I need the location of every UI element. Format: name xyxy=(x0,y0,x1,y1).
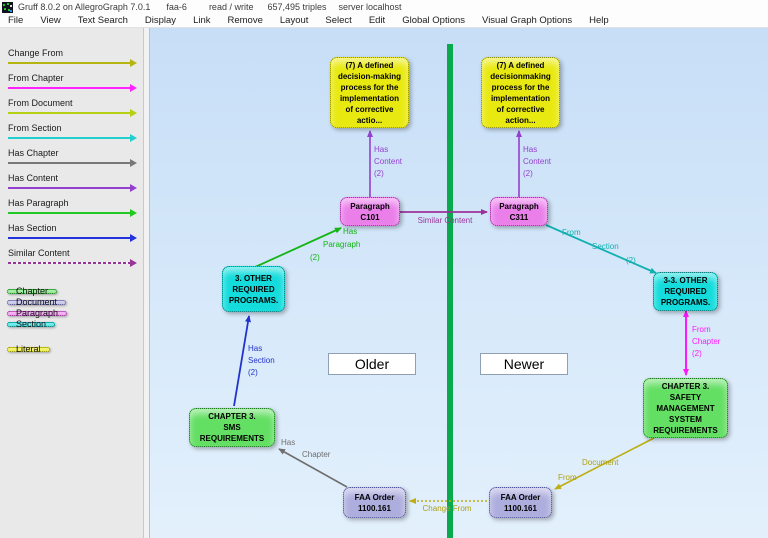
has-section-arrow-icon xyxy=(8,234,137,242)
title-bar: Gruff 8.0.2 on AllegroGraph 7.0.1 faa-6 … xyxy=(0,0,768,14)
menu-remove[interactable]: Remove xyxy=(227,15,263,26)
node-section-old[interactable]: 3. OTHER REQUIRED PROGRAMS. xyxy=(222,266,285,312)
edge-label-has-chapter-1: Has xyxy=(281,438,296,447)
legend-link-has-paragraph[interactable]: Has Paragraph xyxy=(0,198,143,217)
menu-layout[interactable]: Layout xyxy=(279,15,309,26)
menu-global-options[interactable]: Global Options xyxy=(402,15,466,26)
node-chapter-new[interactable]: CHAPTER 3. SAFETY MANAGEMENT SYSTEM REQU… xyxy=(643,378,728,438)
similar-content-arrow-icon xyxy=(8,259,137,267)
legend-link-has-chapter[interactable]: Has Chapter xyxy=(0,148,143,167)
edge-label-from-chapter: From Chapter (2) xyxy=(692,325,721,358)
edge-label-has-paragraph-3: (2) xyxy=(310,253,320,262)
menu-select[interactable]: Select xyxy=(325,15,352,26)
menu-bar: File View Text Search Display Link Remov… xyxy=(0,14,768,28)
edge-label-change-from: Change From xyxy=(422,504,472,513)
edge-has-paragraph[interactable] xyxy=(252,227,342,269)
node-literal-new[interactable]: (7) A defined decisionmaking process for… xyxy=(481,57,560,128)
has-chapter-arrow-icon xyxy=(8,159,137,167)
node-document-old[interactable]: FAA Order 1100.161 xyxy=(343,487,406,518)
has-paragraph-arrow-icon xyxy=(8,209,137,217)
edge-has-section[interactable] xyxy=(233,315,251,407)
legend-link-from-chapter[interactable]: From Chapter xyxy=(0,73,143,92)
edge-from-document[interactable] xyxy=(554,437,655,490)
edge-label-has-section: Has Section (2) xyxy=(248,344,275,377)
node-type-section[interactable]: Section xyxy=(7,320,56,329)
legend-sidebar: Change From From Chapter From Document F… xyxy=(0,28,143,538)
change-from-arrow-icon xyxy=(8,59,137,67)
menu-display[interactable]: Display xyxy=(144,15,177,26)
newer-label-box[interactable]: Newer xyxy=(480,353,568,375)
node-document-new[interactable]: FAA Order 1100.161 xyxy=(489,487,552,518)
legend-link-similar-content[interactable]: Similar Content xyxy=(0,248,143,267)
node-type-paragraph[interactable]: Paragraph xyxy=(7,309,68,318)
sidebar-divider xyxy=(143,28,150,538)
node-type-chapter[interactable]: Chapter xyxy=(7,287,58,296)
access-mode: read / write xyxy=(208,2,254,12)
edge-label-has-content-old: Has Content (2) xyxy=(374,145,403,178)
triple-count: 657,495 triples xyxy=(267,2,327,12)
edge-label-has-paragraph-1: Has xyxy=(343,227,358,236)
node-paragraph-c101[interactable]: Paragraph C101 xyxy=(340,197,400,226)
node-type-literal[interactable]: Literal xyxy=(7,345,50,354)
from-document-arrow-icon xyxy=(8,109,137,117)
edge-has-chapter[interactable] xyxy=(278,448,348,488)
edge-label-from-section-2: Section xyxy=(592,242,619,251)
edge-label-from-document-1: Document xyxy=(582,458,619,467)
server-label: server localhost xyxy=(338,2,402,12)
edge-layer xyxy=(233,130,689,504)
older-label-box[interactable]: Older xyxy=(328,353,416,375)
node-literal-old[interactable]: (7) A defined decision-making process fo… xyxy=(330,57,409,128)
legend-link-from-document[interactable]: From Document xyxy=(0,98,143,117)
from-section-arrow-icon xyxy=(8,134,137,142)
menu-view[interactable]: View xyxy=(40,15,61,26)
from-chapter-arrow-icon xyxy=(8,84,137,92)
has-content-arrow-icon xyxy=(8,184,137,192)
menu-edit[interactable]: Edit xyxy=(368,15,386,26)
legend-link-has-section[interactable]: Has Section xyxy=(0,223,143,242)
edge-label-from-document-2: From xyxy=(558,473,577,482)
old-new-divider-line xyxy=(447,44,453,538)
edge-label-similar-content: Similar Content xyxy=(417,216,473,225)
menu-file[interactable]: File xyxy=(8,15,24,26)
node-paragraph-c311[interactable]: Paragraph C311 xyxy=(490,197,548,226)
edge-label-has-paragraph-2: Paragraph xyxy=(323,240,361,249)
menu-link[interactable]: Link xyxy=(193,15,211,26)
menu-text-search[interactable]: Text Search xyxy=(77,15,128,26)
node-type-document[interactable]: Document xyxy=(7,298,67,307)
edge-label-from-section-1: From xyxy=(562,228,581,237)
edge-from-section[interactable] xyxy=(545,224,657,274)
legend-link-has-content[interactable]: Has Content xyxy=(0,173,143,192)
app-icon xyxy=(2,1,13,13)
legend-link-from-section[interactable]: From Section xyxy=(0,123,143,142)
dataset-name: faa-6 xyxy=(166,2,187,12)
node-section-new[interactable]: 3-3. OTHER REQUIRED PROGRAMS. xyxy=(653,272,718,311)
edge-label-has-chapter-2: Chapter xyxy=(302,450,331,459)
edge-label-has-content-new: Has Content (2) xyxy=(523,145,552,178)
menu-visual-graph-options[interactable]: Visual Graph Options xyxy=(482,15,573,26)
node-chapter-old[interactable]: CHAPTER 3. SMS REQUIREMENTS xyxy=(189,408,275,447)
graph-canvas[interactable]: Has Content (2) Has Content (2) Similar … xyxy=(150,28,768,538)
window-title: Gruff 8.0.2 on AllegroGraph 7.0.1 xyxy=(18,2,151,12)
legend-link-change-from[interactable]: Change From xyxy=(0,48,143,67)
menu-help[interactable]: Help xyxy=(589,15,609,26)
edge-label-from-section-3: (2) xyxy=(626,256,636,265)
